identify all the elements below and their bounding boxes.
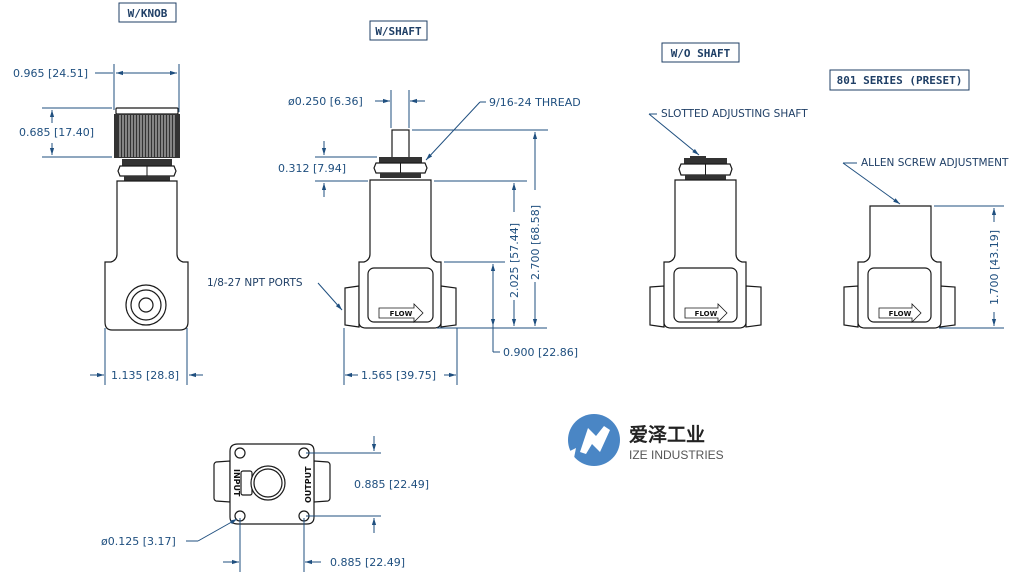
dim-nut-height: 0.312 [7.94] <box>278 162 346 175</box>
hex-nut <box>678 156 733 180</box>
dim-knob-width: 0.965 [24.51] <box>13 67 88 80</box>
port-label-input: INPUT <box>232 469 241 497</box>
note-thread: 9/16-24 THREAD <box>489 96 581 109</box>
logo-name-en: IZE INDUSTRIES <box>629 448 724 462</box>
dim-height-total: 2.700 [68.58] <box>529 205 542 280</box>
view-label-preset: 801 SERIES (PRESET) <box>837 74 963 87</box>
dim-height-body: 2.025 [57.44] <box>508 223 521 298</box>
knob <box>114 107 180 158</box>
dim-port-height: 0.900 [22.86] <box>503 346 578 359</box>
flow-arrow: FLOW <box>684 303 728 323</box>
port-fitting <box>125 284 167 326</box>
regulator-body: FLOW <box>344 179 457 329</box>
logo-icon <box>568 414 620 466</box>
view-bottom: INPUT OUTPUT 0.885 [22.49] 0.885 [22.49]… <box>101 436 429 572</box>
dim-preset-height: 1.700 [43.19] <box>988 230 1001 305</box>
hex-nut <box>117 159 177 181</box>
svg-text:FLOW: FLOW <box>695 310 718 318</box>
regulator-body: FLOW <box>843 205 956 329</box>
view-label-box <box>829 69 970 91</box>
dim-hole-spacing-v: 0.885 [22.49] <box>354 478 429 491</box>
shaft <box>391 129 410 159</box>
note-allen-screw: ALLEN SCREW ADJUSTMENT <box>861 157 1009 169</box>
svg-text:FLOW: FLOW <box>390 310 413 318</box>
flow-arrow: FLOW <box>878 303 922 323</box>
hex-nut <box>373 157 428 178</box>
dim-knob-height: 0.685 [17.40] <box>19 126 94 139</box>
view-label-box <box>118 2 177 23</box>
regulator-body: FLOW <box>649 179 762 329</box>
flow-arrow: FLOW <box>378 303 424 323</box>
note-slotted-shaft: SLOTTED ADJUSTING SHAFT <box>661 108 808 120</box>
note-ports: 1/8-27 NPT PORTS <box>207 277 303 289</box>
view-label-noshaft: W/O SHAFT <box>671 47 731 60</box>
dim-hole-diameter: ø0.125 [3.17] <box>101 535 176 548</box>
view-shaft: W/SHAFT FLOW ø0.250 [6.36] <box>207 20 581 385</box>
port-label-output: OUTPUT <box>304 466 313 503</box>
view-label-box <box>369 20 428 41</box>
dim-body-width-side: 1.135 [28.8] <box>111 369 179 382</box>
mounting-hole <box>234 447 246 459</box>
dim-body-width-front: 1.565 [39.75] <box>361 369 436 382</box>
company-logo: 爱泽工业 IZE INDUSTRIES <box>568 414 724 466</box>
view-label-box <box>661 42 740 63</box>
regulator-body <box>104 180 189 331</box>
view-preset: 801 SERIES (PRESET) ALLEN SCREW ADJUSTME… <box>829 69 1009 329</box>
logo-name-cn: 爱泽工业 <box>629 424 705 446</box>
view-label-knob: W/KNOB <box>128 7 168 20</box>
svg-text:FLOW: FLOW <box>889 310 912 318</box>
view-noshaft: W/O SHAFT SLOTTED ADJUSTING SHAFT FLOW <box>648 42 808 329</box>
view-knob: W/KNOB <box>13 2 203 385</box>
dim-hole-spacing-h: 0.885 [22.49] <box>330 556 405 569</box>
dim-shaft-diameter: ø0.250 [6.36] <box>288 95 363 108</box>
view-label-shaft: W/SHAFT <box>375 25 422 38</box>
